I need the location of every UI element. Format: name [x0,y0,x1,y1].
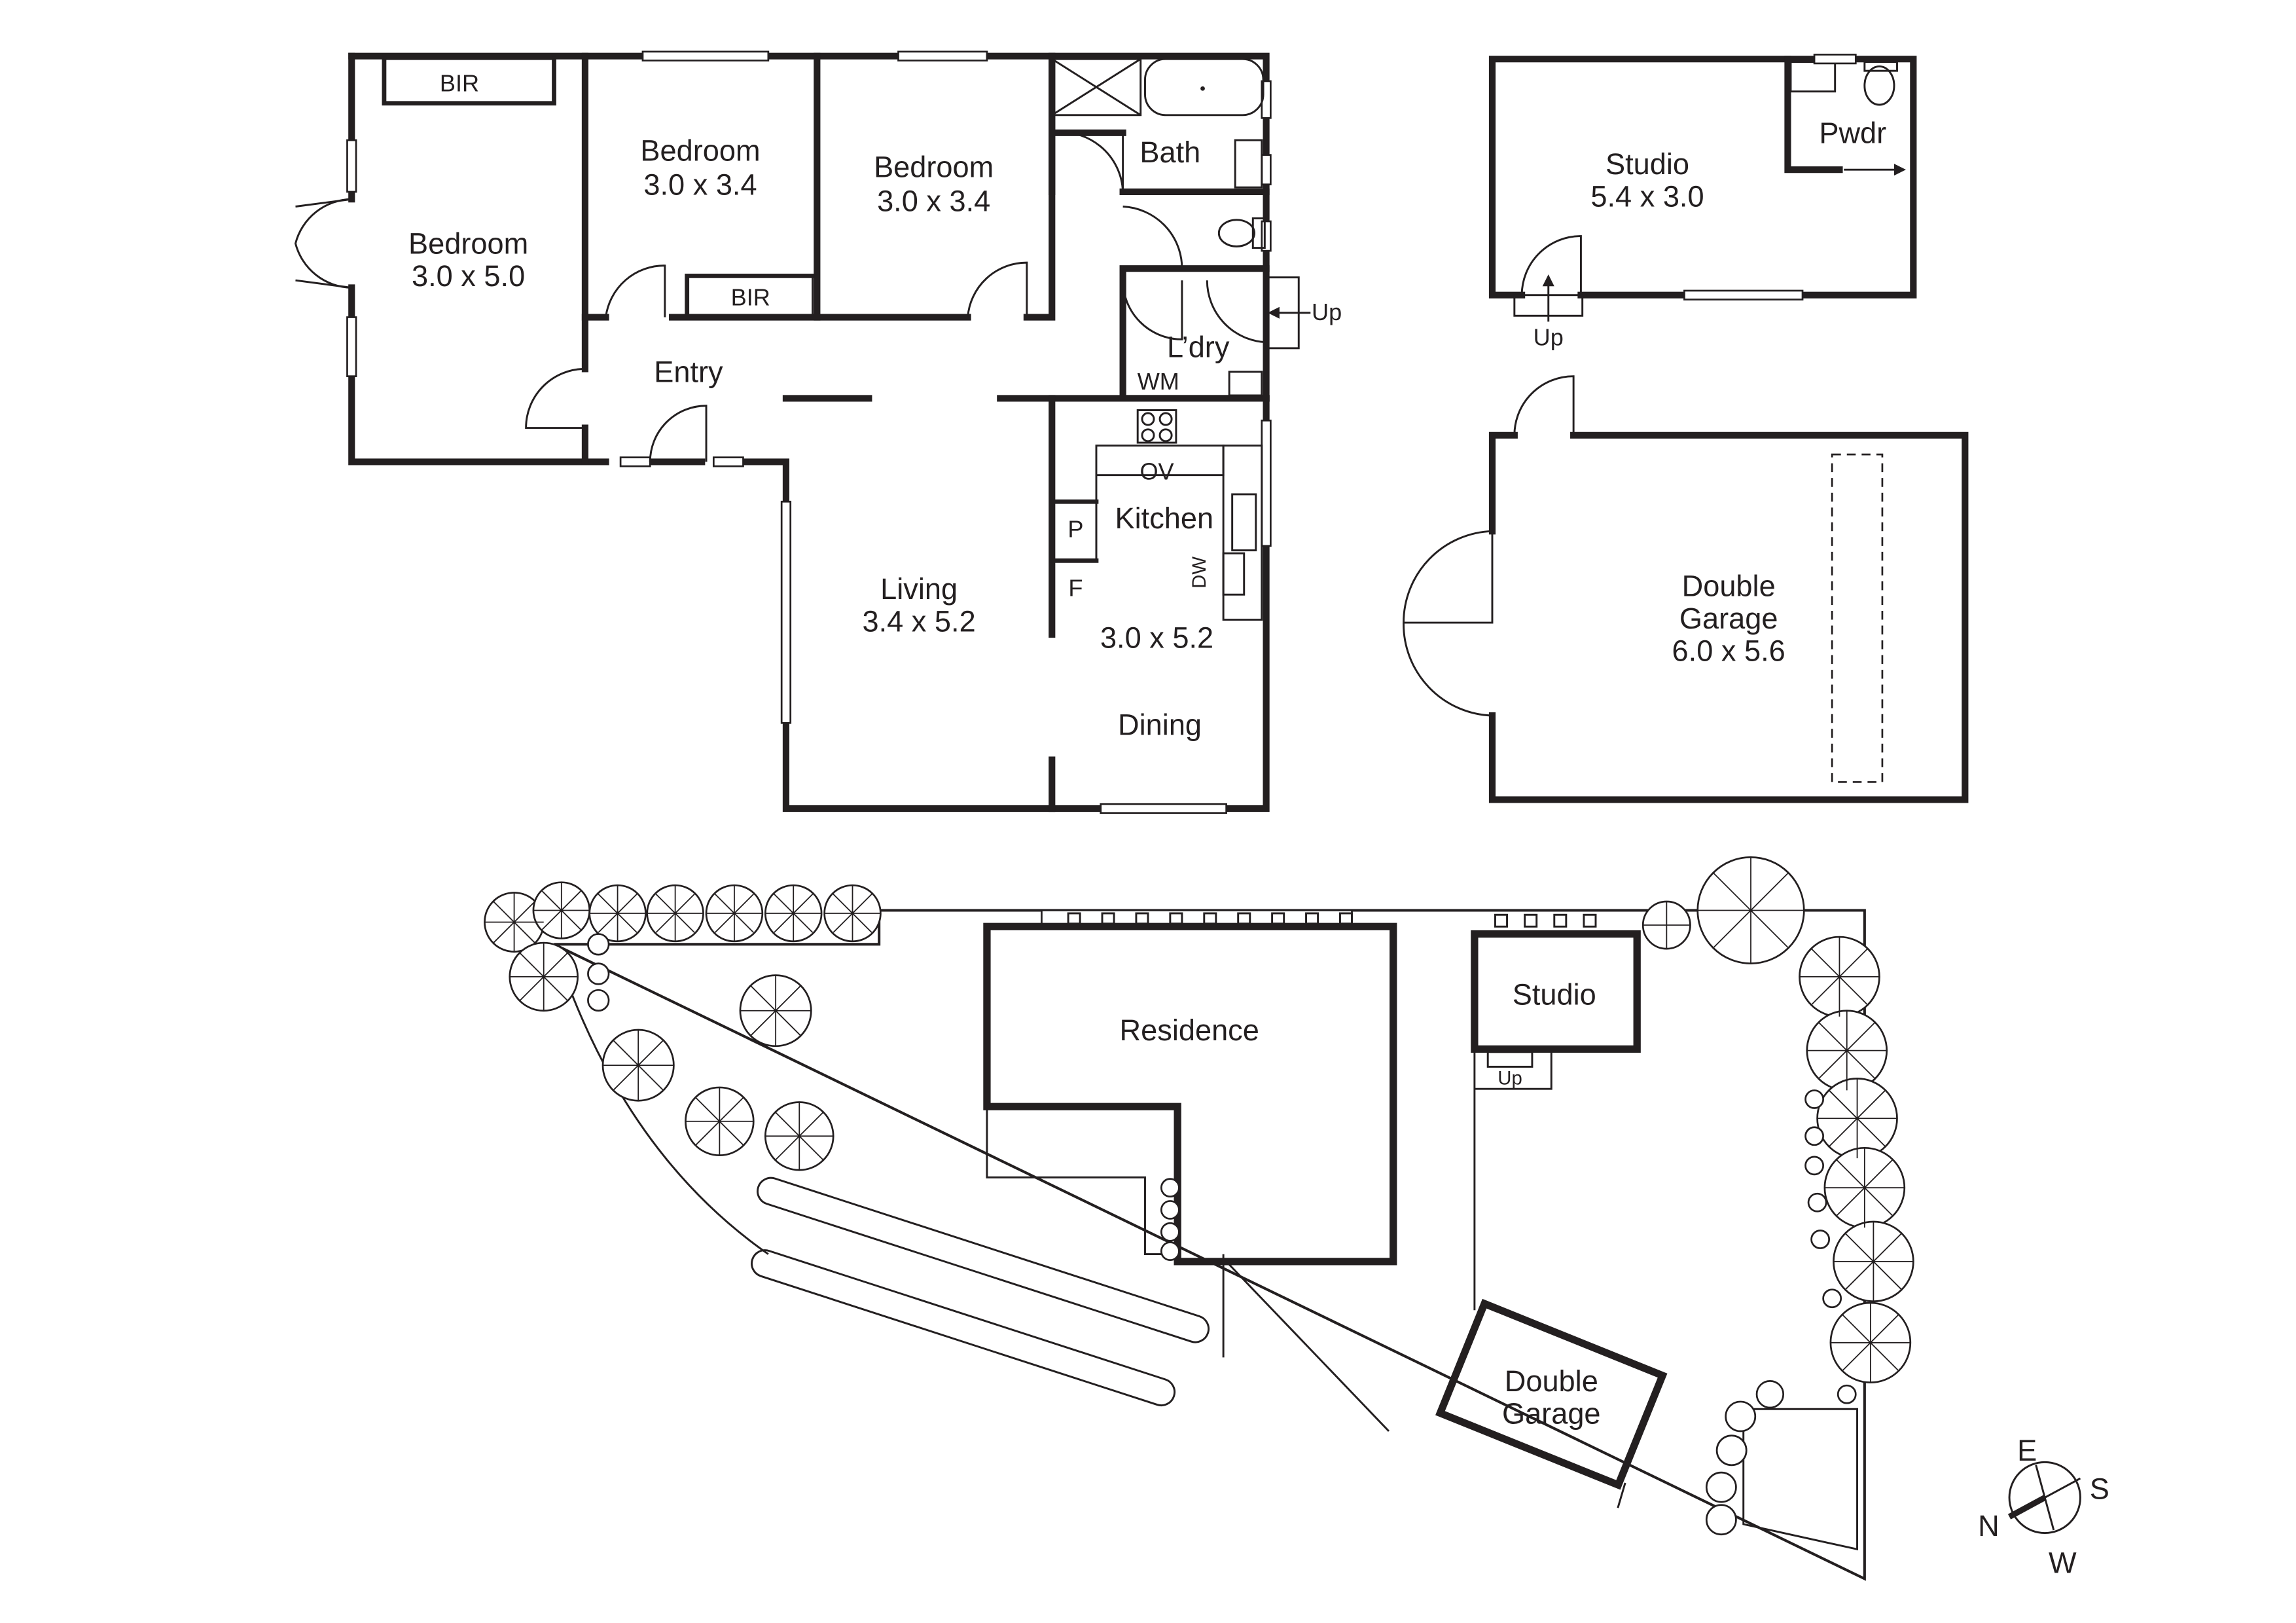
bir-label: BIR [440,70,479,97]
room-name: Bedroom [408,227,528,261]
site-plan: Residence Studio Up Double Garage [484,856,1914,1581]
room-size: 3.0 x 3.4 [643,168,757,202]
room-name: Kitchen [1115,501,1214,535]
room-name: Bath [1139,136,1200,169]
up-label: Up [1498,1067,1522,1089]
compass-south: S [2090,1472,2109,1506]
garage-label: Garage [1502,1397,1601,1431]
compass-north: N [1978,1509,2000,1542]
compass-west: W [2049,1546,2077,1579]
pantry-label: P [1067,515,1083,542]
room-name: Living [880,572,958,606]
room-size: 5.4 x 3.0 [1590,180,1704,213]
main-house [294,50,1311,814]
room-name: L’dry [1167,330,1230,363]
ov-label: OV [1139,458,1174,484]
studio: Studio 5.4 x 3.0 Pwdr Up [1488,54,1917,350]
room-size: 3.4 x 5.2 [863,605,976,638]
room-size: 3.0 x 5.2 [1100,621,1213,654]
main-house-labels: BIR BIR Bedroom 3.0 x 5.0 Bedroom 3.0 x … [408,70,1342,742]
garage-label: Double [1505,1364,1598,1398]
room-name: Dining [1118,708,1202,741]
room-size: 3.0 x 3.4 [877,184,990,217]
up-label: Up [1312,299,1342,325]
room-name: Bedroom [874,150,994,183]
trees [484,856,1914,1536]
room-name: Double [1682,570,1776,603]
bir-label: BIR [731,284,770,311]
double-garage: Double Garage 6.0 x 5.6 [1403,375,1969,803]
up-label: Up [1534,323,1564,350]
room-name: Garage [1679,602,1778,635]
dw-label: DW [1189,556,1210,589]
room-size: 6.0 x 5.6 [1672,634,1785,668]
compass-east: E [2017,1434,2037,1467]
room-name: Entry [654,356,723,389]
room-name: Pwdr [1819,117,1886,150]
room-name: Studio [1605,147,1689,181]
studio-label: Studio [1513,978,1596,1012]
compass: E S N W [1978,1434,2109,1579]
residence-label: Residence [1120,1013,1259,1047]
wm-label: WM [1138,368,1179,395]
room-name: Bedroom [640,134,760,168]
fridge-label: F [1068,574,1083,601]
room-size: 3.0 x 5.0 [412,259,525,293]
